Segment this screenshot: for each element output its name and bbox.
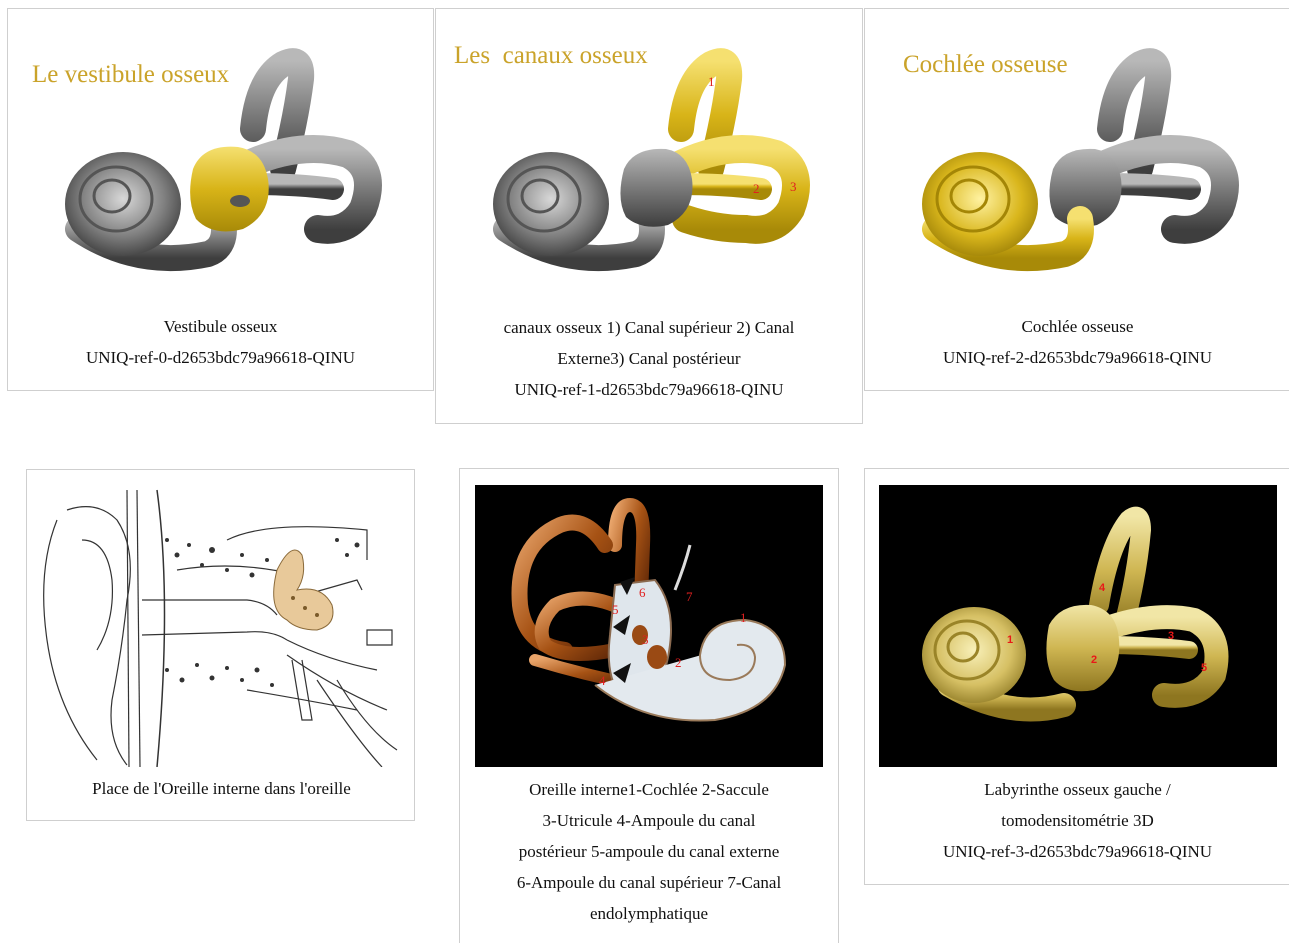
labyrinthe-label-3: 3 <box>1168 630 1174 642</box>
labyrinthe-label-5: 5 <box>1201 662 1207 674</box>
caption-line: Labyrinthe osseux gauche / <box>875 774 1280 805</box>
labyrinthe-label-4: 4 <box>1099 582 1106 594</box>
canaux-caption: canaux osseux 1) Canal supérieur 2) Cana… <box>444 312 854 405</box>
ear-anatomy-drawing <box>37 480 406 767</box>
caption-line: Externe3) Canal postérieur <box>444 343 854 374</box>
gallery-card-oreille-interne: 1 2 3 4 5 6 7 Oreille interne1-Cochlée 2… <box>459 468 839 943</box>
caption-line: tomodensitométrie 3D <box>875 805 1280 836</box>
inner-ear-label-1: 1 <box>740 610 747 625</box>
gallery-card-place-oreille: Place de l'Oreille interne dans l'oreill… <box>26 469 415 821</box>
inner-ear-label-6: 6 <box>639 585 646 600</box>
caption-ref-link[interactable]: UNIQ-ref-1-d2653bdc79a96618-QINU <box>444 374 854 405</box>
canal-label-3: 3 <box>790 179 797 194</box>
vestibule-caption: Vestibule osseux UNIQ-ref-0-d2653bdc79a9… <box>18 311 423 373</box>
caption-line: 3-Utricule 4-Ampoule du canal <box>470 805 828 836</box>
canal-label-1: 1 <box>708 74 715 89</box>
caption-line: Place de l'Oreille interne dans l'oreill… <box>37 773 406 804</box>
inner-ear-label-4: 4 <box>599 673 606 688</box>
inner-ear-label-2: 2 <box>675 655 682 670</box>
caption-ref-link[interactable]: UNIQ-ref-0-d2653bdc79a96618-QINU <box>18 342 423 373</box>
vestibule-overlay-title: Le vestibule osseux <box>32 61 229 89</box>
labyrinthe-3d-render: 1 2 3 4 5 <box>879 485 1277 767</box>
place-oreille-image[interactable] <box>37 480 406 767</box>
caption-line: Oreille interne1-Cochlée 2-Saccule <box>470 774 828 805</box>
labyrinthe-image[interactable]: 1 2 3 4 5 <box>879 485 1277 767</box>
cochlee-overlay-title: Cochlée osseuse <box>903 51 1068 79</box>
caption-line: canaux osseux 1) Canal supérieur 2) Cana… <box>444 312 854 343</box>
gallery-card-vestibule: Le vestibule osseux Vestibule osseux UNI… <box>7 8 434 391</box>
oreille-interne-image[interactable]: 1 2 3 4 5 6 7 <box>475 485 823 767</box>
caption-line: 6-Ampoule du canal supérieur 7-Canal <box>470 867 828 898</box>
inner-ear-label-5: 5 <box>612 602 619 617</box>
gallery-card-labyrinthe: 1 2 3 4 5 Labyrinthe osseux gauche / tom… <box>864 468 1289 885</box>
cochlee-caption: Cochlée osseuse UNIQ-ref-2-d2653bdc79a96… <box>875 311 1280 373</box>
inner-ear-label-7: 7 <box>686 589 693 604</box>
caption-ref-link[interactable]: UNIQ-ref-3-d2653bdc79a96618-QINU <box>875 836 1280 867</box>
labyrinthe-label-2: 2 <box>1091 654 1097 666</box>
caption-line: Vestibule osseux <box>18 311 423 342</box>
caption-ref-link[interactable]: UNIQ-ref-2-d2653bdc79a96618-QINU <box>875 342 1280 373</box>
canaux-overlay-title: Les canaux osseux <box>454 42 648 70</box>
labyrinthe-caption: Labyrinthe osseux gauche / tomodensitomé… <box>875 774 1280 867</box>
oreille-interne-caption: Oreille interne1-Cochlée 2-Saccule 3-Utr… <box>470 774 828 929</box>
canal-label-2: 2 <box>753 181 760 196</box>
caption-line: postérieur 5-ampoule du canal externe <box>470 836 828 867</box>
inner-ear-label-3: 3 <box>642 632 649 647</box>
gallery-card-cochlee: Cochlée osseuse Cochlée osseuse UNIQ-ref… <box>864 8 1289 391</box>
caption-line: endolymphatique <box>470 898 828 929</box>
inner-ear-diagram: 1 2 3 4 5 6 7 <box>475 485 823 767</box>
caption-line: Cochlée osseuse <box>875 311 1280 342</box>
labyrinthe-label-1: 1 <box>1007 634 1013 646</box>
gallery-card-canaux: 1 2 3 Les canaux osseux canaux osseux 1)… <box>435 8 863 424</box>
place-oreille-caption: Place de l'Oreille interne dans l'oreill… <box>37 773 406 804</box>
